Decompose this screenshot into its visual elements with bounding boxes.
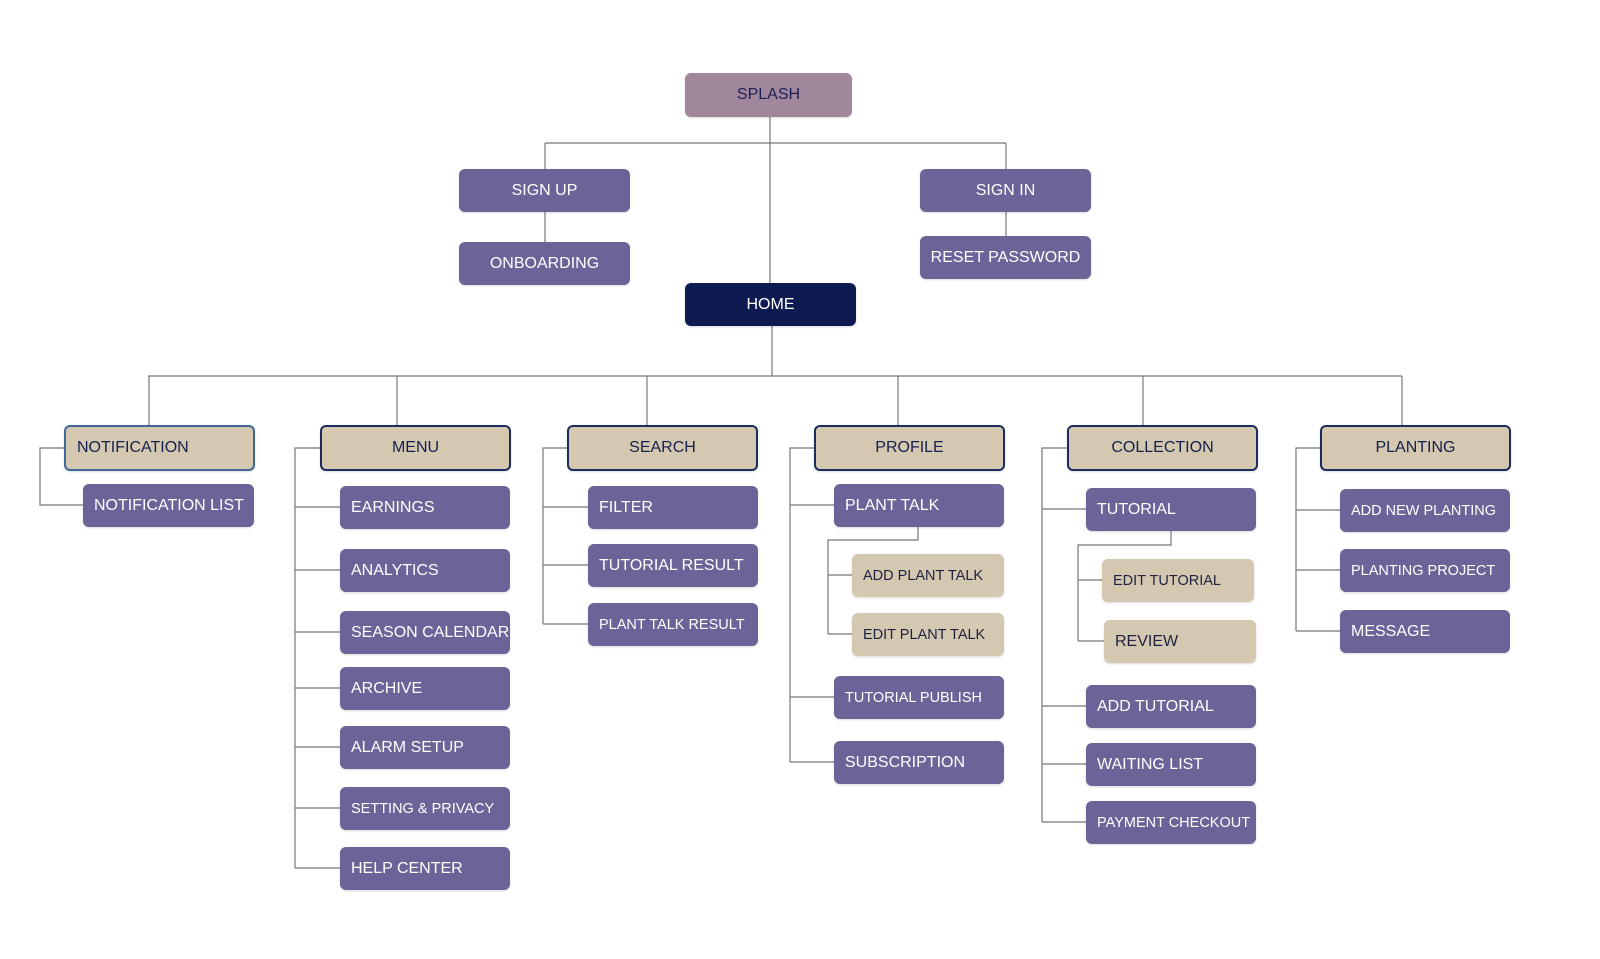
subscription-node[interactable]: SUBSCRIPTION bbox=[834, 741, 1004, 784]
analytics-node[interactable]: ANALYTICS bbox=[340, 549, 510, 592]
payment-checkout-node[interactable]: PAYMENT CHECKOUT bbox=[1086, 801, 1256, 844]
splash-node[interactable]: SPLASH bbox=[685, 73, 852, 117]
search-section[interactable]: SEARCH bbox=[567, 425, 758, 471]
waiting-list-node[interactable]: WAITING LIST bbox=[1086, 743, 1256, 786]
plant-talk-node[interactable]: PLANT TALK bbox=[834, 484, 1004, 527]
tutorial-publish-node[interactable]: TUTORIAL PUBLISH bbox=[834, 676, 1004, 719]
setting-privacy-node[interactable]: SETTING & PRIVACY bbox=[340, 787, 510, 830]
profile-section[interactable]: PROFILE bbox=[814, 425, 1005, 471]
message-node[interactable]: MESSAGE bbox=[1340, 610, 1510, 653]
filter-node[interactable]: FILTER bbox=[588, 486, 758, 529]
sign-in-node[interactable]: SIGN IN bbox=[920, 169, 1091, 212]
edit-plant-talk-node[interactable]: EDIT PLANT TALK bbox=[852, 613, 1004, 656]
tutorial-node[interactable]: TUTORIAL bbox=[1086, 488, 1256, 531]
notification-list-node[interactable]: NOTIFICATION LIST bbox=[83, 484, 254, 527]
earnings-node[interactable]: EARNINGS bbox=[340, 486, 510, 529]
connector-line bbox=[789, 447, 814, 762]
reset-password-node[interactable]: RESET PASSWORD bbox=[920, 236, 1091, 279]
alarm-setup-node[interactable]: ALARM SETUP bbox=[340, 726, 510, 769]
menu-section[interactable]: MENU bbox=[320, 425, 511, 471]
connector-line bbox=[1295, 447, 1320, 631]
connector-line bbox=[542, 447, 567, 624]
sign-up-node[interactable]: SIGN UP bbox=[459, 169, 630, 212]
help-center-node[interactable]: HELP CENTER bbox=[340, 847, 510, 890]
edit-tutorial-node[interactable]: EDIT TUTORIAL bbox=[1102, 559, 1254, 602]
tutorial-result-node[interactable]: TUTORIAL RESULT bbox=[588, 544, 758, 587]
add-tutorial-node[interactable]: ADD TUTORIAL bbox=[1086, 685, 1256, 728]
add-plant-talk-node[interactable]: ADD PLANT TALK bbox=[852, 554, 1004, 597]
review-node[interactable]: REVIEW bbox=[1104, 620, 1256, 663]
notification-section[interactable]: NOTIFICATION bbox=[64, 425, 255, 471]
planting-section[interactable]: PLANTING bbox=[1320, 425, 1511, 471]
connector-line bbox=[1041, 447, 1067, 822]
add-new-planting-node[interactable]: ADD NEW PLANTING bbox=[1340, 489, 1510, 532]
planting-project-node[interactable]: PLANTING PROJECT bbox=[1340, 549, 1510, 592]
collection-section[interactable]: COLLECTION bbox=[1067, 425, 1258, 471]
connector-line bbox=[294, 447, 320, 868]
season-calendar-node[interactable]: SEASON CALENDAR bbox=[340, 611, 510, 654]
archive-node[interactable]: ARCHIVE bbox=[340, 667, 510, 710]
home-node[interactable]: HOME bbox=[685, 283, 856, 326]
onboarding-node[interactable]: ONBOARDING bbox=[459, 242, 630, 285]
plant-talk-result-node[interactable]: PLANT TALK RESULT bbox=[588, 603, 758, 646]
